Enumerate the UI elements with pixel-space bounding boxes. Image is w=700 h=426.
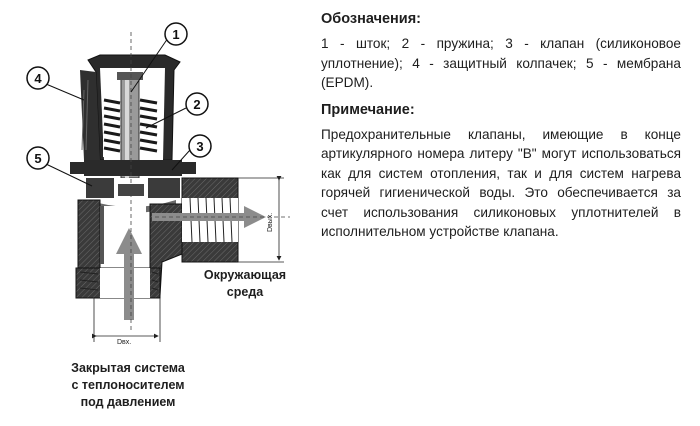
inlet-dimension: Dвх. xyxy=(92,298,161,346)
note-heading: Примечание: xyxy=(321,101,415,118)
callout-5-number: 5 xyxy=(34,151,41,166)
inlet-flow-arrow xyxy=(116,228,142,320)
inlet-connection xyxy=(75,267,161,299)
callout-1: 1 xyxy=(130,22,188,93)
valve-bonnet xyxy=(70,160,196,198)
stem xyxy=(117,72,143,179)
callout-3-number: 3 xyxy=(196,139,203,154)
valve-cross-section-diagram: Dвх. Dвых. 1 2 3 4 5 Окружающая среда За… xyxy=(26,22,290,409)
ambient-label-line1: Окружающая xyxy=(204,268,286,282)
outlet-dimension-label: Dвых. xyxy=(267,213,274,232)
text-panel: Обозначения: 1 - шток; 2 - пружина; 3 - … xyxy=(321,10,681,250)
outlet-dimension: Dвых. xyxy=(238,176,284,263)
ambient-label-line2: среда xyxy=(227,285,264,299)
callout-5: 5 xyxy=(26,146,93,187)
outlet-flow-arrow xyxy=(152,206,266,228)
callout-4: 4 xyxy=(26,66,85,101)
legend-heading: Обозначения: xyxy=(321,11,422,27)
callout-2: 2 xyxy=(145,92,209,129)
inlet-dimension-label: Dвх. xyxy=(117,339,131,346)
callout-2-number: 2 xyxy=(193,97,200,112)
system-label-line2: с теплоносителем xyxy=(71,378,184,392)
legend-text: 1 - шток; 2 - пружина; 3 - клапан (силик… xyxy=(321,36,681,90)
system-label-line1: Закрытая система xyxy=(71,361,186,375)
callout-4-number: 4 xyxy=(34,71,42,86)
note-text: Предохранительные клапаны, имеющие в кон… xyxy=(321,126,681,240)
callout-3: 3 xyxy=(171,134,212,171)
system-label-line3: под давлением xyxy=(81,395,176,409)
callout-1-number: 1 xyxy=(172,27,179,42)
